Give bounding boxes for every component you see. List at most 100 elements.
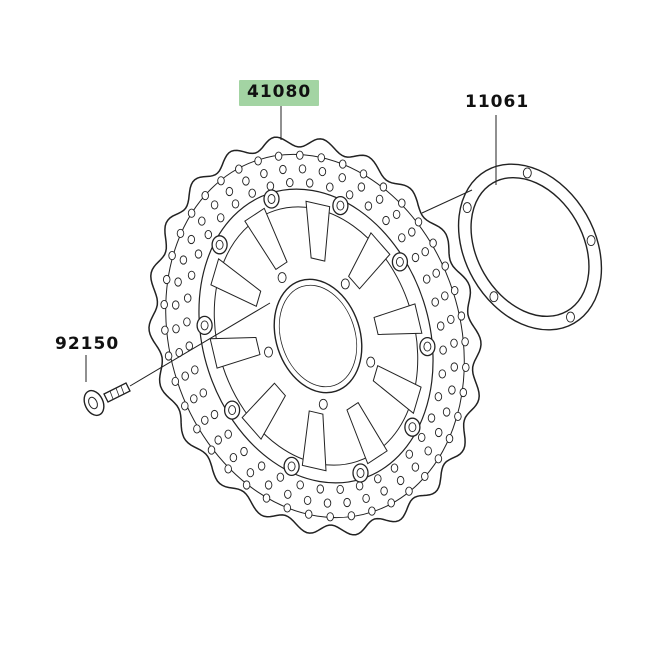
vent-hole (411, 252, 420, 263)
vent-hole (434, 454, 443, 464)
hub-bolt-hole (318, 398, 328, 410)
bolt[interactable] (80, 382, 131, 419)
vent-hole (338, 173, 346, 183)
shim-hole (566, 311, 575, 323)
vent-hole (210, 200, 219, 210)
vent-hole (345, 190, 354, 200)
vent-hole (171, 300, 180, 310)
vent-hole (357, 182, 366, 192)
vent-hole (427, 413, 436, 423)
vent-hole (216, 213, 225, 223)
shim-hole (586, 235, 596, 247)
vent-hole (398, 233, 406, 243)
vent-hole (434, 392, 443, 402)
spoke-slot (372, 365, 422, 415)
floater-center (356, 468, 365, 478)
vent-hole (368, 506, 376, 516)
vent-hole (441, 291, 449, 301)
vent-hole (183, 317, 191, 327)
vent-hole (318, 167, 327, 177)
hub-bolt-hole (264, 346, 273, 358)
spoke-slot (241, 382, 286, 441)
vent-hole (398, 198, 406, 208)
vent-hole (248, 188, 256, 198)
vent-hole (260, 169, 268, 179)
vent-hole (336, 484, 344, 494)
shim-ring[interactable] (430, 138, 631, 355)
vent-hole (382, 215, 390, 226)
vent-hole (198, 216, 206, 226)
vent-hole (417, 432, 426, 442)
vent-hole (199, 388, 208, 398)
shim-hole (522, 167, 532, 179)
vent-hole (168, 251, 176, 261)
vent-hole (201, 191, 209, 201)
vent-hole (296, 480, 304, 490)
vent-hole (338, 159, 347, 169)
vent-hole (450, 286, 459, 296)
spoke-slot (373, 303, 423, 336)
vent-hole (191, 365, 199, 375)
vent-hole (405, 449, 414, 459)
vent-hole (231, 199, 240, 209)
vent-hole (224, 429, 232, 439)
vent-hole (242, 176, 250, 186)
vent-hole (217, 176, 225, 186)
disc-floaters (196, 189, 436, 483)
vent-hole (264, 480, 273, 490)
vent-hole (303, 495, 312, 505)
spoke-slot (346, 401, 388, 465)
vent-hole (436, 321, 445, 331)
vent-hole (305, 178, 314, 188)
vent-hole (387, 498, 395, 508)
vent-hole (408, 227, 416, 237)
vent-hole (429, 238, 437, 248)
vent-hole (171, 376, 180, 386)
vent-hole (396, 475, 405, 486)
vent-hole (421, 247, 429, 257)
vent-hole (405, 486, 413, 496)
brake-disc[interactable] (120, 115, 510, 557)
vent-hole (359, 169, 368, 179)
vent-hole (229, 453, 238, 463)
vent-hole (364, 201, 373, 211)
vent-hole (439, 345, 447, 355)
vent-hole (176, 228, 185, 238)
vent-hole (276, 472, 285, 482)
vent-hole (266, 181, 275, 191)
vent-hole (160, 300, 168, 310)
vent-hole (447, 314, 455, 324)
vent-hole (254, 156, 262, 166)
vent-hole (246, 468, 255, 478)
spoke-slot (210, 257, 262, 307)
vent-hole (161, 325, 169, 335)
floater-center (228, 405, 237, 416)
carrier-spokes (209, 200, 423, 472)
shim-hole (489, 291, 499, 303)
vent-hole (461, 337, 469, 347)
vent-hole (164, 351, 173, 361)
vent-hole (242, 480, 251, 490)
spoke-slot (305, 200, 331, 262)
vent-hole (181, 401, 189, 411)
vent-hole (204, 230, 213, 240)
vent-hole (174, 277, 182, 287)
vent-hole (432, 268, 440, 278)
vent-hole (183, 293, 192, 303)
vent-hole (162, 274, 171, 285)
floater-center (215, 239, 224, 250)
vent-hole (316, 484, 325, 494)
floater-center (423, 341, 432, 352)
vent-hole (343, 497, 351, 508)
vent-hole (374, 474, 382, 484)
vent-hole (187, 270, 196, 280)
hub-holes (264, 272, 376, 410)
vent-hole (179, 255, 188, 265)
floater-center (336, 200, 345, 211)
vent-hole (431, 297, 439, 307)
vent-hole (326, 182, 334, 192)
vent-hole (304, 509, 313, 519)
vent-hole (457, 311, 466, 321)
floater-center (267, 194, 276, 204)
